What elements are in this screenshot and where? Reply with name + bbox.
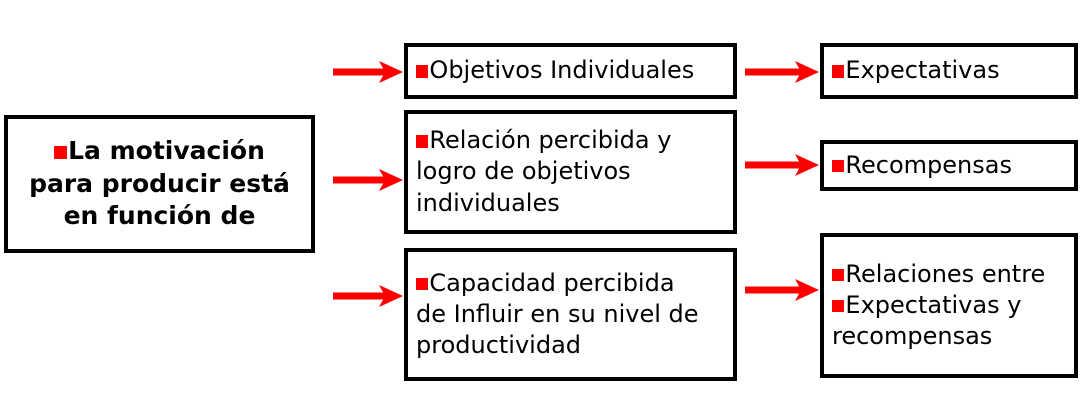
motivacion-box[interactable]: La motivación para producir está en func… (4, 115, 315, 253)
red-square-bullet-icon (54, 145, 68, 159)
red-square-bullet-icon (832, 268, 845, 282)
red-square-bullet-icon (832, 159, 845, 173)
arrow-root-to-objetivos (333, 59, 403, 85)
red-square-bullet-icon (416, 277, 429, 291)
text-line: Expectativas (832, 55, 1066, 86)
expectativas-box[interactable]: Expectativas (820, 43, 1078, 99)
red-square-bullet-icon (416, 65, 429, 78)
text-line: Capacidad percibida (416, 268, 725, 299)
text-line: logro de objetivos (416, 157, 631, 186)
text-line: individuales (416, 188, 560, 217)
box-text: Objetivos Individuales (416, 55, 725, 86)
arrow-root-to-capacidad (333, 283, 403, 309)
text-line: recompensas (832, 322, 993, 351)
relaciones-entre-box[interactable]: Relaciones entre Expectativas y recompen… (820, 233, 1078, 378)
red-square-bullet-icon (832, 299, 845, 313)
box-text: Relaciones entre Expectativas y recompen… (832, 259, 1066, 353)
arrow-capacidad-to-relaciones (745, 277, 819, 303)
text-line: Recompensas (832, 150, 1066, 181)
capacidad-percibida-box[interactable]: Capacidad percibida de Influir en su niv… (404, 248, 737, 381)
red-square-bullet-icon (416, 135, 429, 148)
arrow-root-to-relacion (333, 167, 403, 193)
text-line: de Influir en su nivel de (416, 299, 699, 328)
text-line: en función de (63, 201, 256, 231)
text-line: productividad (416, 331, 582, 360)
box-text: Expectativas (832, 55, 1066, 86)
text-line: Objetivos Individuales (416, 55, 725, 86)
text-line: para producir está (29, 168, 290, 198)
box-text: Recompensas (832, 150, 1066, 181)
text-line: Relaciones entre (832, 259, 1066, 290)
text-line: La motivación (14, 135, 305, 168)
recompensas-box[interactable]: Recompensas (820, 140, 1078, 191)
text-line: Relación percibida y (416, 125, 725, 156)
box-text: Relación percibida y logro de objetivos … (416, 125, 725, 219)
text-line: Expectativas y (832, 290, 1066, 321)
red-square-bullet-icon (832, 65, 845, 78)
relacion-percibida-box[interactable]: Relación percibida y logro de objetivos … (404, 110, 737, 234)
arrow-objetivos-to-expectativas (745, 59, 819, 85)
objetivos-individuales-box[interactable]: Objetivos Individuales (404, 43, 737, 99)
box-text: La motivación para producir está en func… (14, 135, 305, 233)
box-text: Capacidad percibida de Influir en su niv… (416, 268, 725, 362)
arrow-relacion-to-recompensas (745, 152, 819, 178)
